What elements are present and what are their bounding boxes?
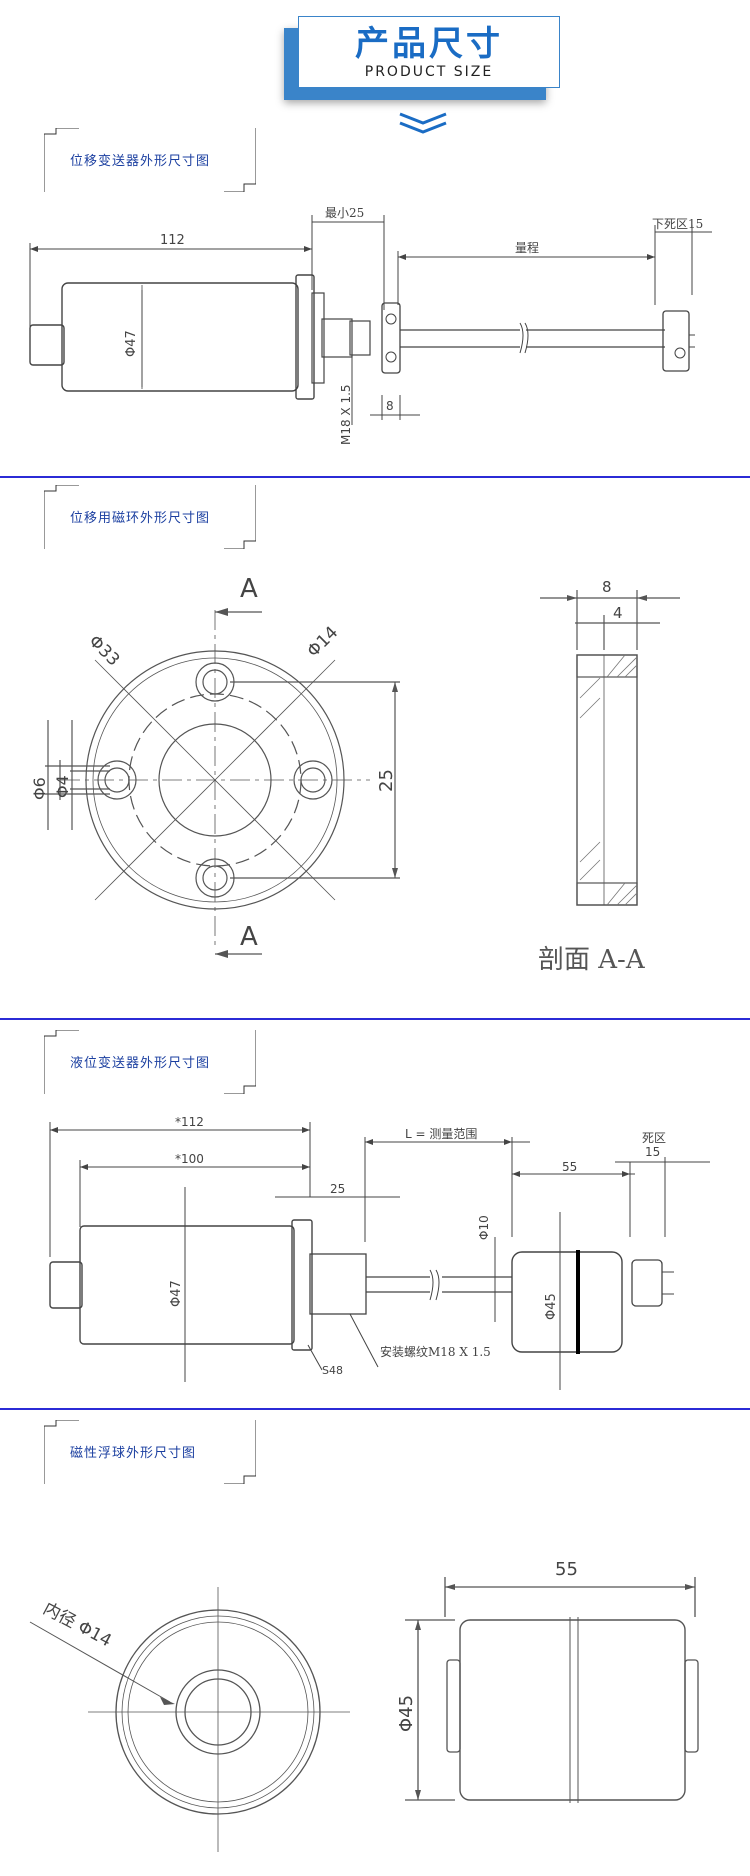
dim-diameter-6: Φ6	[30, 777, 49, 800]
section-magnetic-float: 磁性浮球外形尺寸图	[0, 1412, 750, 1876]
header-title: 产品尺寸	[355, 24, 503, 64]
section-magnetic-ring: 位移用磁环外形尺寸图	[0, 480, 750, 1015]
dim-width-8: 8	[386, 399, 394, 413]
dim-diameter-47: Φ47	[124, 330, 139, 357]
dim-dead-zone-15: 下死区15	[652, 217, 703, 231]
magnetic-ring-drawing: A A Φ33 Φ14 Φ6 Φ4 25 8 4 剖面 A-A	[30, 574, 680, 975]
label-bracket-frame	[44, 128, 256, 192]
section-label: 液位变送器外形尺寸图	[70, 1056, 211, 1071]
thread-callout-m18: 安装螺纹M18 X 1.5	[380, 1344, 491, 1359]
section-label-frame: 液位变送器外形尺寸图	[44, 1030, 256, 1094]
dim-diameter-45: Φ45	[396, 1695, 417, 1732]
level-transmitter-drawing: *112 *100 L = 测量范围 死区 15 55 25 Φ10 Φ47 Φ…	[49, 1115, 710, 1390]
product-size-header: 产品尺寸 PRODUCT SIZE	[0, 0, 750, 134]
section-label: 磁性浮球外形尺寸图	[70, 1446, 197, 1461]
dim-width-8: 8	[602, 578, 612, 596]
displacement-transmitter-drawing: 112 最小25 量程 下死区15 Φ47 M18 X 1.5 8	[29, 206, 712, 445]
dim-diameter-4: Φ4	[53, 775, 72, 798]
dim-width-25: 25	[330, 1182, 345, 1196]
section-label-frame: 位移变送器外形尺寸图	[44, 128, 256, 192]
section-separator	[0, 1408, 750, 1410]
label-bracket-frame	[44, 1420, 256, 1484]
section-separator	[0, 1018, 750, 1020]
dim-min-25: 最小25	[325, 206, 364, 220]
dim-width-55: 55	[562, 1160, 577, 1174]
dim-dead-15: 15	[645, 1145, 660, 1159]
label-bracket-frame	[44, 485, 256, 549]
dim-length-100: *100	[175, 1152, 204, 1166]
dim-dead-zone: 死区	[642, 1131, 666, 1145]
dim-height-25: 25	[376, 769, 397, 792]
dim-diameter-33: Φ33	[84, 631, 123, 670]
label-bracket-frame	[44, 1030, 256, 1094]
section-label-frame: 磁性浮球外形尺寸图	[44, 1420, 256, 1484]
dim-width-55: 55	[555, 1559, 578, 1580]
section-label-frame: 位移用磁环外形尺寸图	[44, 485, 256, 549]
section-displacement-transmitter: 位移变送器外形尺寸图	[0, 125, 750, 475]
dim-thread-m18: M18 X 1.5	[339, 384, 353, 445]
section-label: 位移用磁环外形尺寸图	[70, 511, 211, 526]
double-chevron-down-icon	[399, 112, 447, 134]
dim-diameter-10: Φ10	[477, 1215, 491, 1240]
section-marker-a-bottom: A	[240, 922, 258, 952]
magnetic-float-drawing: 内径 Φ14 55 Φ45	[29, 1559, 699, 1852]
dim-length-112: *112	[175, 1115, 204, 1129]
section-level-transmitter: 液位变送器外形尺寸图	[0, 1022, 750, 1407]
header-subtitle: PRODUCT SIZE	[364, 64, 494, 80]
dim-diameter-45: Φ45	[544, 1293, 559, 1320]
dim-inner-diameter-14: 内径 Φ14	[40, 1599, 115, 1652]
dim-diameter-47: Φ47	[169, 1280, 184, 1307]
section-label: 位移变送器外形尺寸图	[70, 154, 211, 169]
dim-measure-range: L = 测量范围	[405, 1127, 477, 1141]
dim-length-112: 112	[160, 233, 185, 248]
header-title-box: 产品尺寸 PRODUCT SIZE	[298, 16, 560, 88]
section-separator	[0, 476, 750, 478]
dim-hex-s48: S48	[322, 1364, 343, 1377]
dim-diameter-14: Φ14	[303, 623, 342, 662]
dim-range: 量程	[515, 240, 539, 255]
section-caption-a-a: 剖面 A-A	[538, 945, 646, 975]
section-marker-a-top: A	[240, 574, 258, 604]
dim-width-4: 4	[613, 604, 623, 622]
